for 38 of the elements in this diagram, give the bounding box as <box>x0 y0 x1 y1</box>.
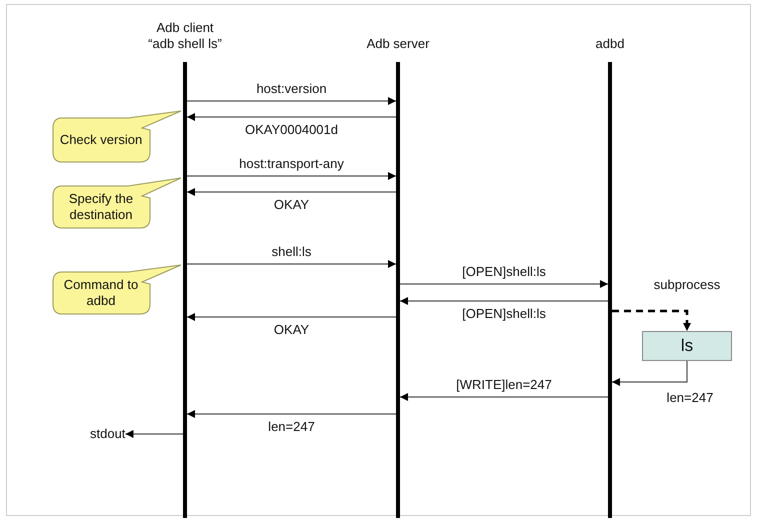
callout-bubble <box>52 264 182 315</box>
arrow <box>187 188 396 196</box>
lifeline-heading: adbd <box>596 36 624 52</box>
edge-label: [OPEN]shell:ls <box>460 306 548 321</box>
edge-label: [OPEN]shell:ls <box>460 264 548 279</box>
edge-label: OKAY <box>272 322 312 337</box>
arrow <box>612 361 688 386</box>
arrow <box>400 393 608 401</box>
edge-label: shell:ls <box>270 244 314 259</box>
arrow <box>187 260 396 268</box>
arrow <box>187 113 396 121</box>
process-box <box>642 331 732 361</box>
lifeline-heading: Adb client <box>155 20 215 36</box>
callout-text: Check version <box>58 132 144 148</box>
lifeline-heading: Adb server <box>366 36 430 52</box>
edge-label: len=247 <box>266 419 317 434</box>
edge-label: OKAY <box>272 197 312 212</box>
arrow <box>400 297 608 305</box>
edge-label: OKAY0004001d <box>243 122 340 137</box>
callout-bubble <box>52 110 182 163</box>
edge-label: len=247 <box>664 390 716 405</box>
edge-label: host:version <box>254 81 329 96</box>
callout-text: Command to adbd <box>62 277 140 309</box>
edge-label: [WRITE]len=247 <box>454 377 554 392</box>
beside-text: subprocess <box>654 277 720 292</box>
edge-label: host:transport-any <box>237 156 346 171</box>
arrow <box>125 430 183 438</box>
arrow <box>187 410 396 418</box>
callout-text: Specify the destination <box>68 191 134 223</box>
arrow <box>187 313 396 321</box>
lifeline-heading: “adb shell ls” <box>148 36 222 52</box>
arrow <box>400 280 608 288</box>
arrow <box>187 97 396 105</box>
output-text: stdout <box>90 426 126 442</box>
arrow <box>187 172 396 180</box>
callout-bubble <box>52 177 182 229</box>
arrow <box>612 310 691 331</box>
box-label: ls <box>680 336 694 356</box>
